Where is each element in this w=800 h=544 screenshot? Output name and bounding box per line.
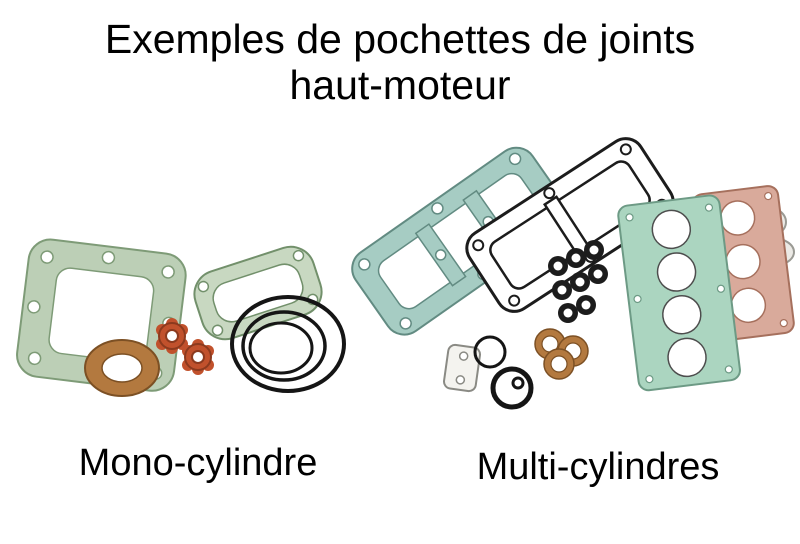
- oil-seals-icon: [548, 240, 608, 323]
- caption-multi-cylindres: Multi-cylindres: [476, 446, 720, 488]
- copper-washer-icon: [84, 339, 160, 397]
- mono-cylinder-kit: [16, 238, 346, 397]
- exhaust-gasket-icon: [156, 318, 214, 375]
- page-title: Exemples de pochettes de joints haut-mot…: [0, 16, 800, 108]
- head-gasket-mint-icon: [617, 194, 741, 392]
- black-o-rings-icon: [473, 335, 534, 410]
- copper-washers-icon: [534, 328, 589, 380]
- caption-mono-cylindre: Mono-cylindre: [78, 442, 318, 484]
- small-plate-gasket-icon: [442, 343, 482, 393]
- page-title-line2: haut-moteur: [289, 62, 511, 108]
- page-title-line1: Exemples de pochettes de joints: [104, 16, 696, 62]
- cover-gasket-icon: [193, 245, 323, 341]
- o-rings-icon: [230, 295, 346, 393]
- multi-cylinder-kit: [351, 137, 795, 410]
